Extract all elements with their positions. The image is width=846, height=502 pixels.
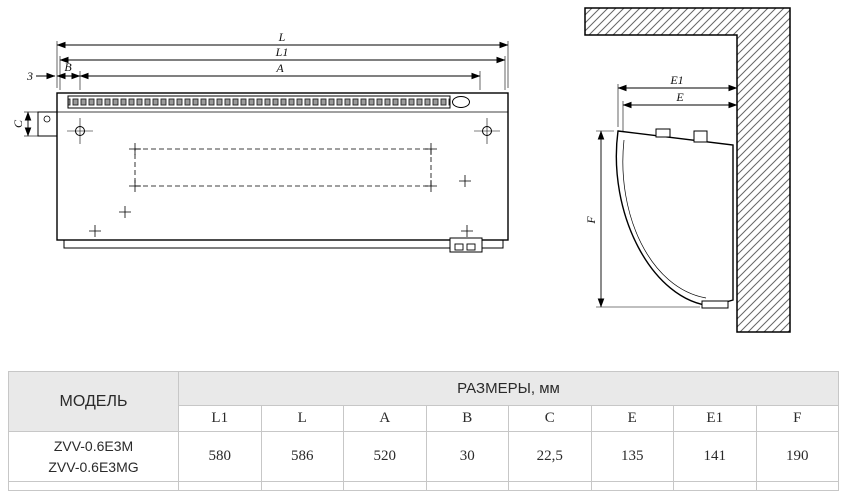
top-tab (655, 128, 671, 138)
top-tab (693, 130, 708, 143)
model-name-line: ZVV-0.6E3M (53, 437, 134, 454)
terminal-box (449, 237, 483, 253)
technical-drawings: L L1 A B 3 (11, 7, 791, 333)
mounting-cutout-dashed (134, 148, 432, 187)
grille-end-oval (452, 96, 470, 108)
value-E: 135 (590, 431, 674, 482)
bottom-strip (63, 239, 504, 249)
dimension-L (56, 41, 509, 88)
dim-label-A: A (275, 61, 284, 75)
dim-label-E1: E1 (669, 73, 683, 87)
col-header-C: C (508, 405, 592, 432)
value-F: 190 (755, 431, 839, 482)
dimension-C (24, 111, 38, 137)
body-outline (56, 92, 509, 241)
model-column-header: МОДЕЛЬ (8, 371, 179, 432)
dim-label-F: F (584, 216, 598, 225)
empty-cell (425, 481, 509, 491)
front-view: L L1 A B 3 (11, 30, 509, 253)
wall-hatch (584, 7, 791, 333)
value-L1: 580 (178, 431, 262, 482)
value-B: 30 (425, 431, 509, 482)
dimension-E1 (617, 84, 738, 127)
col-header-E: E (590, 405, 674, 432)
bottom-foot (701, 300, 729, 309)
empty-cell (8, 481, 179, 491)
col-header-L: L (260, 405, 344, 432)
model-names-cell: ZVV-0.6E3M ZVV-0.6E3MG (8, 431, 179, 482)
dimensions-table: МОДЕЛЬ РАЗМЕРЫ, мм L1 L A B C E E1 F ZVV… (8, 371, 839, 491)
value-L: 586 (260, 431, 344, 482)
terminal-slot (466, 243, 476, 251)
model-name-line: ZVV-0.6E3MG (48, 458, 139, 475)
side-view: E1 E F (584, 7, 791, 333)
empty-cell (590, 481, 674, 491)
dim-label-E: E (675, 90, 684, 104)
dim-label-C: C (11, 119, 25, 128)
empty-cell (178, 481, 262, 491)
device-profile (615, 130, 734, 307)
empty-cell (260, 481, 344, 491)
dim-label-3: 3 (26, 69, 33, 83)
col-header-F: F (755, 405, 839, 432)
col-header-B: B (425, 405, 509, 432)
dim-label-L: L (278, 30, 286, 44)
value-A: 520 (343, 431, 427, 482)
cross-marks (89, 143, 473, 237)
terminal-slot (454, 243, 464, 251)
value-C: 22,5 (508, 431, 592, 482)
empty-cell (755, 481, 839, 491)
col-header-L1: L1 (178, 405, 262, 432)
bracket-hole (43, 115, 51, 123)
dim-label-L1: L1 (275, 45, 289, 59)
dimension-E (622, 101, 738, 131)
col-header-A: A (343, 405, 427, 432)
value-E1: 141 (673, 431, 757, 482)
dim-label-B: B (64, 60, 72, 74)
mounting-hole-left (67, 118, 93, 144)
empty-cell (673, 481, 757, 491)
mounting-hole-right (474, 118, 500, 144)
col-header-E1: E1 (673, 405, 757, 432)
dimension-F (596, 130, 700, 308)
air-grille (67, 95, 451, 109)
sizes-header: РАЗМЕРЫ, мм (178, 371, 839, 406)
empty-cell (508, 481, 592, 491)
device-inner-line (622, 139, 707, 299)
empty-cell (343, 481, 427, 491)
left-bracket (37, 111, 58, 137)
